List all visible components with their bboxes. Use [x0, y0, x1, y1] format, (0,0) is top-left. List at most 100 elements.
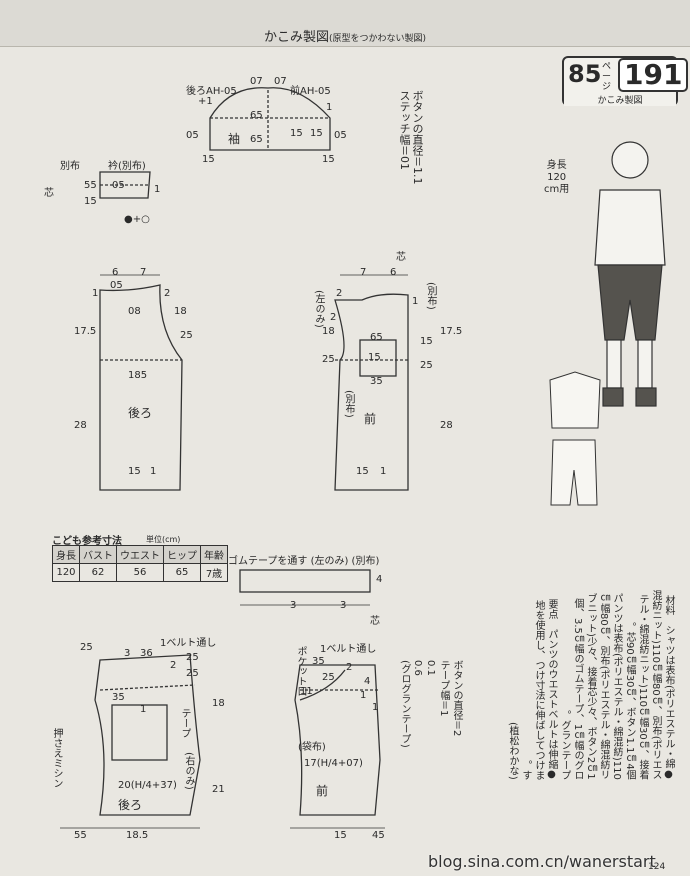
front-width-2: 6 — [390, 267, 397, 278]
back-dim-1: 05 — [110, 280, 123, 291]
collar-marks: ●+○ — [124, 214, 150, 225]
pants-front-label: 前 — [316, 784, 329, 798]
size-table-unit: 単位(cm) — [146, 535, 181, 544]
collar-seam: 芯 — [44, 188, 54, 199]
pants-back-outline — [94, 654, 201, 816]
back-hem-2: 1 — [150, 466, 157, 477]
elastic-label: ゴムテープを通す (左のみ) (別布) — [228, 556, 380, 567]
sleeve-dim-4: 65 — [250, 134, 263, 145]
shirt-button-note: ボタンの直径＝1.1 ステッチ幅＝01 — [398, 90, 424, 185]
collar-dim-1: 55 — [84, 180, 97, 191]
sleeve-outline — [209, 87, 331, 151]
front-dim-8: 65 — [370, 332, 383, 343]
pants-back-dim-9: 18 — [212, 698, 225, 709]
back-hem: 185 — [128, 370, 148, 381]
pants-front-bag: (袋布) — [298, 742, 326, 753]
size-header-hip: ヒップ — [163, 545, 201, 564]
size-value-hip: 65 — [163, 563, 201, 582]
pants-front-pocket-label: ポケット口 — [295, 646, 306, 696]
page-title: かこみ製図(原型をつかわない製図) — [263, 30, 427, 45]
front-dim-2: 1 — [412, 296, 419, 307]
sleeve-dim-10: 15 — [310, 128, 323, 139]
child-figure — [594, 141, 666, 407]
back-dim-2: 1 — [92, 288, 99, 299]
pants-front-dim-7: 4 — [364, 676, 371, 687]
header-bar — [0, 0, 690, 47]
pants-front-outline — [294, 664, 381, 816]
front-length-1: 17.5 — [440, 326, 463, 337]
back-dim-6: 25 — [180, 330, 193, 341]
front-side-left: (左のみ) — [313, 290, 324, 328]
pants-front-dim-4: 11 — [300, 686, 313, 697]
front-length-2: 28 — [440, 420, 453, 431]
page-ref-right: 191 — [618, 58, 689, 92]
pants-back-tape-side: (右のみ) — [183, 752, 194, 790]
pants-back-dim-10: 21 — [212, 784, 225, 795]
pants-back-label: 後ろ — [118, 798, 143, 812]
sleeve-label: 袖 — [228, 132, 241, 146]
sleeve-back-ah: 後ろAH-05 — [186, 86, 237, 97]
back-length-1: 17.5 — [74, 326, 97, 337]
front-hem-1: 15 — [356, 466, 369, 477]
pants-front-formula: 17(H/4+07) — [304, 758, 363, 769]
pants-front-dim-9: 45 — [372, 830, 385, 841]
front-pocket-dim: 15 — [368, 352, 381, 363]
back-hem-1: 15 — [128, 466, 141, 477]
pants-back-tape: テープ — [179, 708, 190, 738]
collar-dim-2: 05 — [112, 180, 125, 191]
size-table-title: こども参考寸法 — [52, 536, 122, 547]
front-dim-4: 18 — [322, 326, 335, 337]
back-width-2: 7 — [140, 267, 147, 278]
pants-back-dim-1: 25 — [80, 642, 93, 653]
size-header-height: 身長 — [52, 545, 80, 564]
back-width-1: 6 — [112, 267, 119, 278]
pants-back-dim-6: 25 — [186, 668, 199, 679]
sleeve-dim-11: 1 — [326, 102, 333, 113]
shirt-front-outline — [334, 293, 409, 491]
size-header-waist: ウエスト — [116, 545, 164, 564]
size-header-bust: バスト — [79, 545, 117, 564]
sleeve-dim-8: 15 — [322, 154, 335, 165]
front-hem-2: 1 — [380, 466, 387, 477]
size-value-height: 120 — [52, 563, 80, 582]
pants-front-dim-8: 15 — [334, 830, 347, 841]
page-reference-badge: 85 ページ 191 かこみ製図 — [562, 56, 689, 106]
back-dim-4: 2 — [164, 288, 171, 299]
shirt-back-outline — [99, 284, 183, 491]
elastic-dim-2: 3 — [340, 600, 347, 611]
size-table: 身長 バスト ウエスト ヒップ 年齢 120 62 56 65 7歳 — [52, 545, 228, 582]
sleeve-front-ah: 前AH-05 — [290, 86, 331, 97]
pants-front-seam: 芯 — [370, 616, 380, 627]
pants-back-dim-8: 1 — [140, 704, 147, 715]
pants-back-dim-7: 35 — [112, 692, 125, 703]
sleeve-dim-2: 07 — [274, 76, 287, 87]
back-dim-3: 08 — [128, 306, 141, 317]
pants-back-dim-3: 36 — [140, 648, 153, 659]
size-value-age: 7歳 — [200, 563, 228, 582]
pants-front-belt: 1ベルト通し — [320, 644, 377, 655]
sleeve-dim-7: 15 — [202, 154, 215, 165]
front-dim-3: 2 — [330, 312, 337, 323]
sleeve-dim-5: 05 — [186, 130, 199, 141]
page-number: 124 — [648, 862, 666, 872]
materials-text: ●材料 シャツは表布(ポリエステル・綿混紡ニット)110㎝幅80㎝、別布(ポリエ… — [507, 590, 674, 780]
back-length-2: 28 — [74, 420, 87, 431]
sleeve-dim-6: 05 — [334, 130, 347, 141]
shirt-sketch — [549, 371, 601, 506]
front-dim-6: 15 — [420, 336, 433, 347]
pants-button-note: ボタンの直径＝2 テープ幅＝1 0.1 0.6 (グログランテープ) — [399, 660, 462, 748]
pants-back-formula: 20(H/4+37) — [118, 780, 177, 791]
elastic-dim-1: 3 — [290, 600, 297, 611]
pants-front-dim-1: 35 — [312, 656, 325, 667]
collar-dim-3: 15 — [84, 196, 97, 207]
front-width-1: 7 — [360, 267, 367, 278]
sleeve-dim-9: 15 — [290, 128, 303, 139]
page-ref-unit: ページ — [602, 62, 612, 92]
page-ref-left: 85 — [568, 60, 602, 88]
size-value-waist: 56 — [116, 563, 164, 582]
pants-back-dim-11: 55 — [74, 830, 87, 841]
front-side-right: (別布) — [425, 282, 436, 310]
elastic-strip — [239, 569, 371, 593]
pants-back-belt: 1ベルト通し — [160, 638, 217, 649]
